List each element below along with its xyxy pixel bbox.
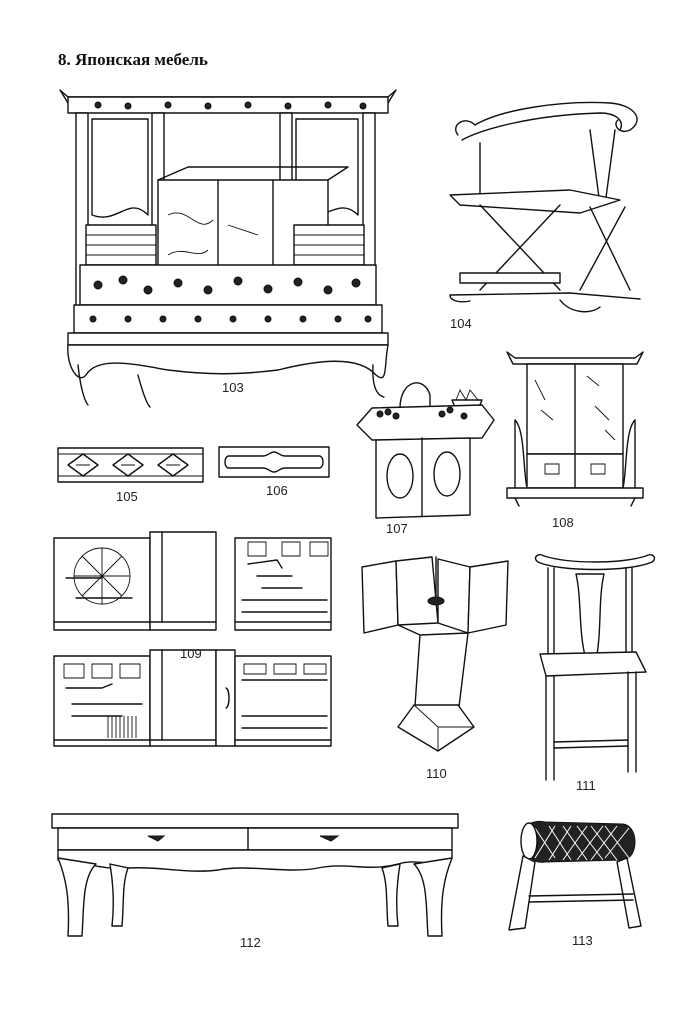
figure-106-label: 106 [266,483,288,498]
corner-stand-icon [358,555,513,760]
figure-112 [48,808,463,938]
figure-111 [530,550,660,785]
figure-103-label: 103 [222,380,244,395]
headrest-icon [505,818,645,933]
figure-106 [218,446,330,480]
figure-105 [58,446,203,486]
figure-103 [58,85,398,415]
canopy-cabinet-icon [58,85,398,415]
low-table-icon [48,808,463,938]
wall-shelves-icon [52,530,337,752]
figure-104-label: 104 [450,316,472,331]
figure-113 [505,818,645,933]
figure-113-label: 113 [572,933,593,948]
figure-109 [52,530,337,752]
figure-109-label: 109 [180,646,202,661]
screen-cabinet-icon [505,350,645,510]
figure-104 [440,95,650,315]
high-back-chair-icon [530,550,660,785]
stand-with-vessels-icon [352,370,500,522]
scroll-panel-icon [218,446,330,480]
figure-108-label: 108 [552,515,574,530]
figure-110 [358,555,513,760]
page-title: 8. Японская мебель [58,50,208,69]
figure-107-label: 107 [386,521,408,536]
figure-111-label: 111 [576,778,596,793]
figure-110-label: 110 [426,766,447,781]
figure-107 [352,370,500,522]
figure-112-label: 112 [240,935,261,950]
lattice-panel-icon [58,446,203,486]
figure-108 [505,350,645,510]
figure-105-label: 105 [116,489,138,504]
folding-chair-icon [440,95,650,315]
